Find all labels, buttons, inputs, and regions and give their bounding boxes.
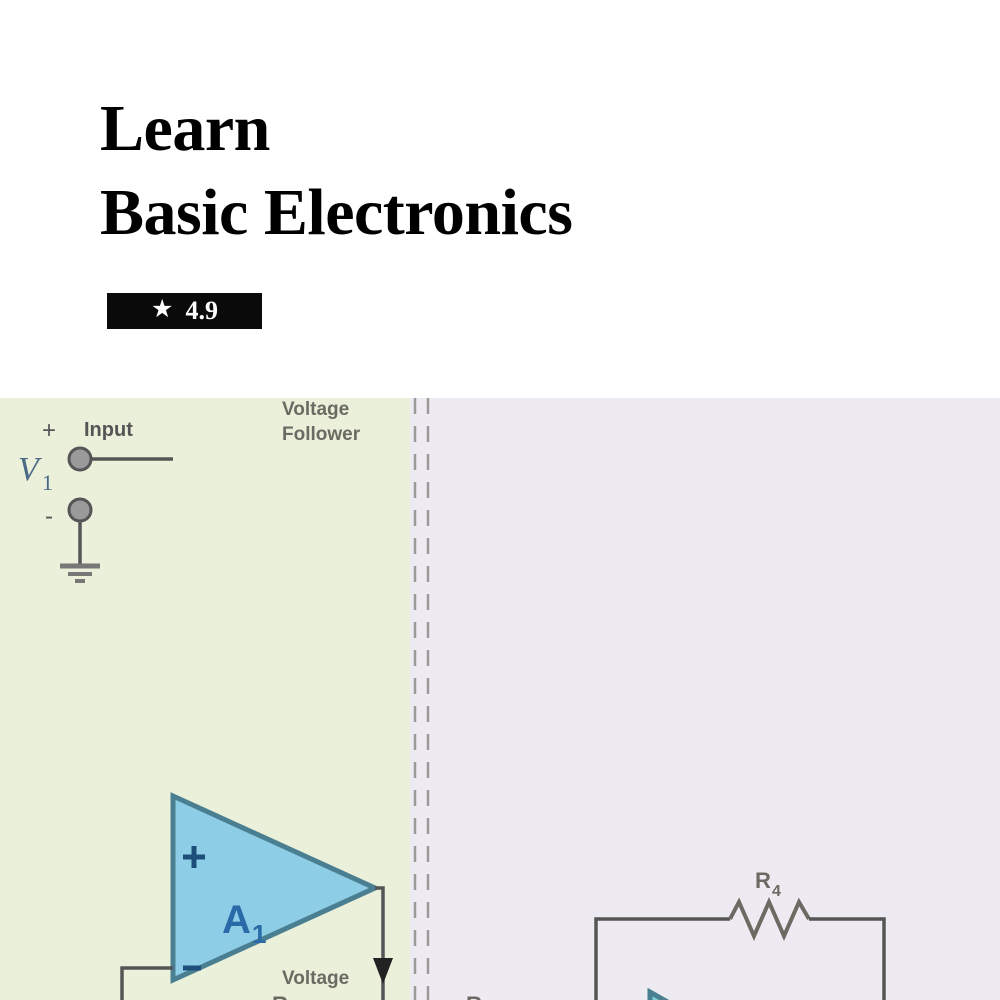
source-v1-label-subscript: 1 bbox=[42, 470, 53, 495]
wire-a1-output-direction-arrow-icon bbox=[373, 958, 393, 984]
wire-a1-output-to-r2-rail bbox=[375, 886, 385, 1000]
resistor-r4-feedback-label: R bbox=[755, 868, 771, 893]
opamp-a1-label-subscript: 1 bbox=[252, 919, 266, 949]
opamp-a3 bbox=[647, 987, 670, 1000]
circuit-diagram-figure: A 1 Voltage Follower V 1 + - Input V a R… bbox=[0, 398, 1000, 1000]
rating-value: 4.9 bbox=[185, 296, 218, 325]
star-icon: ★ bbox=[151, 295, 174, 323]
difference-amplifier-stage-panel bbox=[410, 398, 1000, 1000]
resistor-r3-top-label: R bbox=[466, 992, 482, 1000]
source-v1-positive-terminal bbox=[67, 446, 93, 472]
opamp-a2-caption-line-1: Voltage bbox=[282, 968, 349, 989]
source-v1-terminal-label: Input bbox=[84, 419, 133, 441]
opamp-a1-caption-line-2: Follower bbox=[282, 424, 361, 445]
opamp-a1 bbox=[170, 792, 382, 984]
page-title: Learn Basic Electronics bbox=[100, 92, 573, 249]
source-v1-minus-sign: - bbox=[45, 503, 53, 530]
resistor-r4-feedback-symbol bbox=[728, 897, 811, 941]
wire-a3-feedback-right bbox=[809, 917, 886, 1000]
ground-symbol-v1 bbox=[60, 563, 100, 583]
wire-a3-feedback-left bbox=[594, 917, 730, 1000]
rating-badge: ★ 4.9 bbox=[107, 293, 262, 329]
resistor-r2-top-label: R bbox=[272, 992, 288, 1000]
page-header: Learn Basic Electronics ★ 4.9 bbox=[0, 0, 1000, 398]
opamp-a1-caption-line-1: Voltage bbox=[282, 399, 349, 420]
source-v1-plus-sign: + bbox=[42, 417, 56, 444]
page-title-line-1: Learn bbox=[100, 92, 270, 165]
source-v1-negative-terminal bbox=[67, 497, 93, 523]
page-title-line-2: Basic Electronics bbox=[100, 176, 573, 249]
wire-a1-feedback-to-va bbox=[120, 966, 173, 1000]
resistor-r4-feedback-label-subscript: 4 bbox=[772, 883, 781, 900]
opamp-a1-plus-input-icon bbox=[183, 846, 205, 868]
opamp-a1-label: A bbox=[222, 898, 251, 942]
